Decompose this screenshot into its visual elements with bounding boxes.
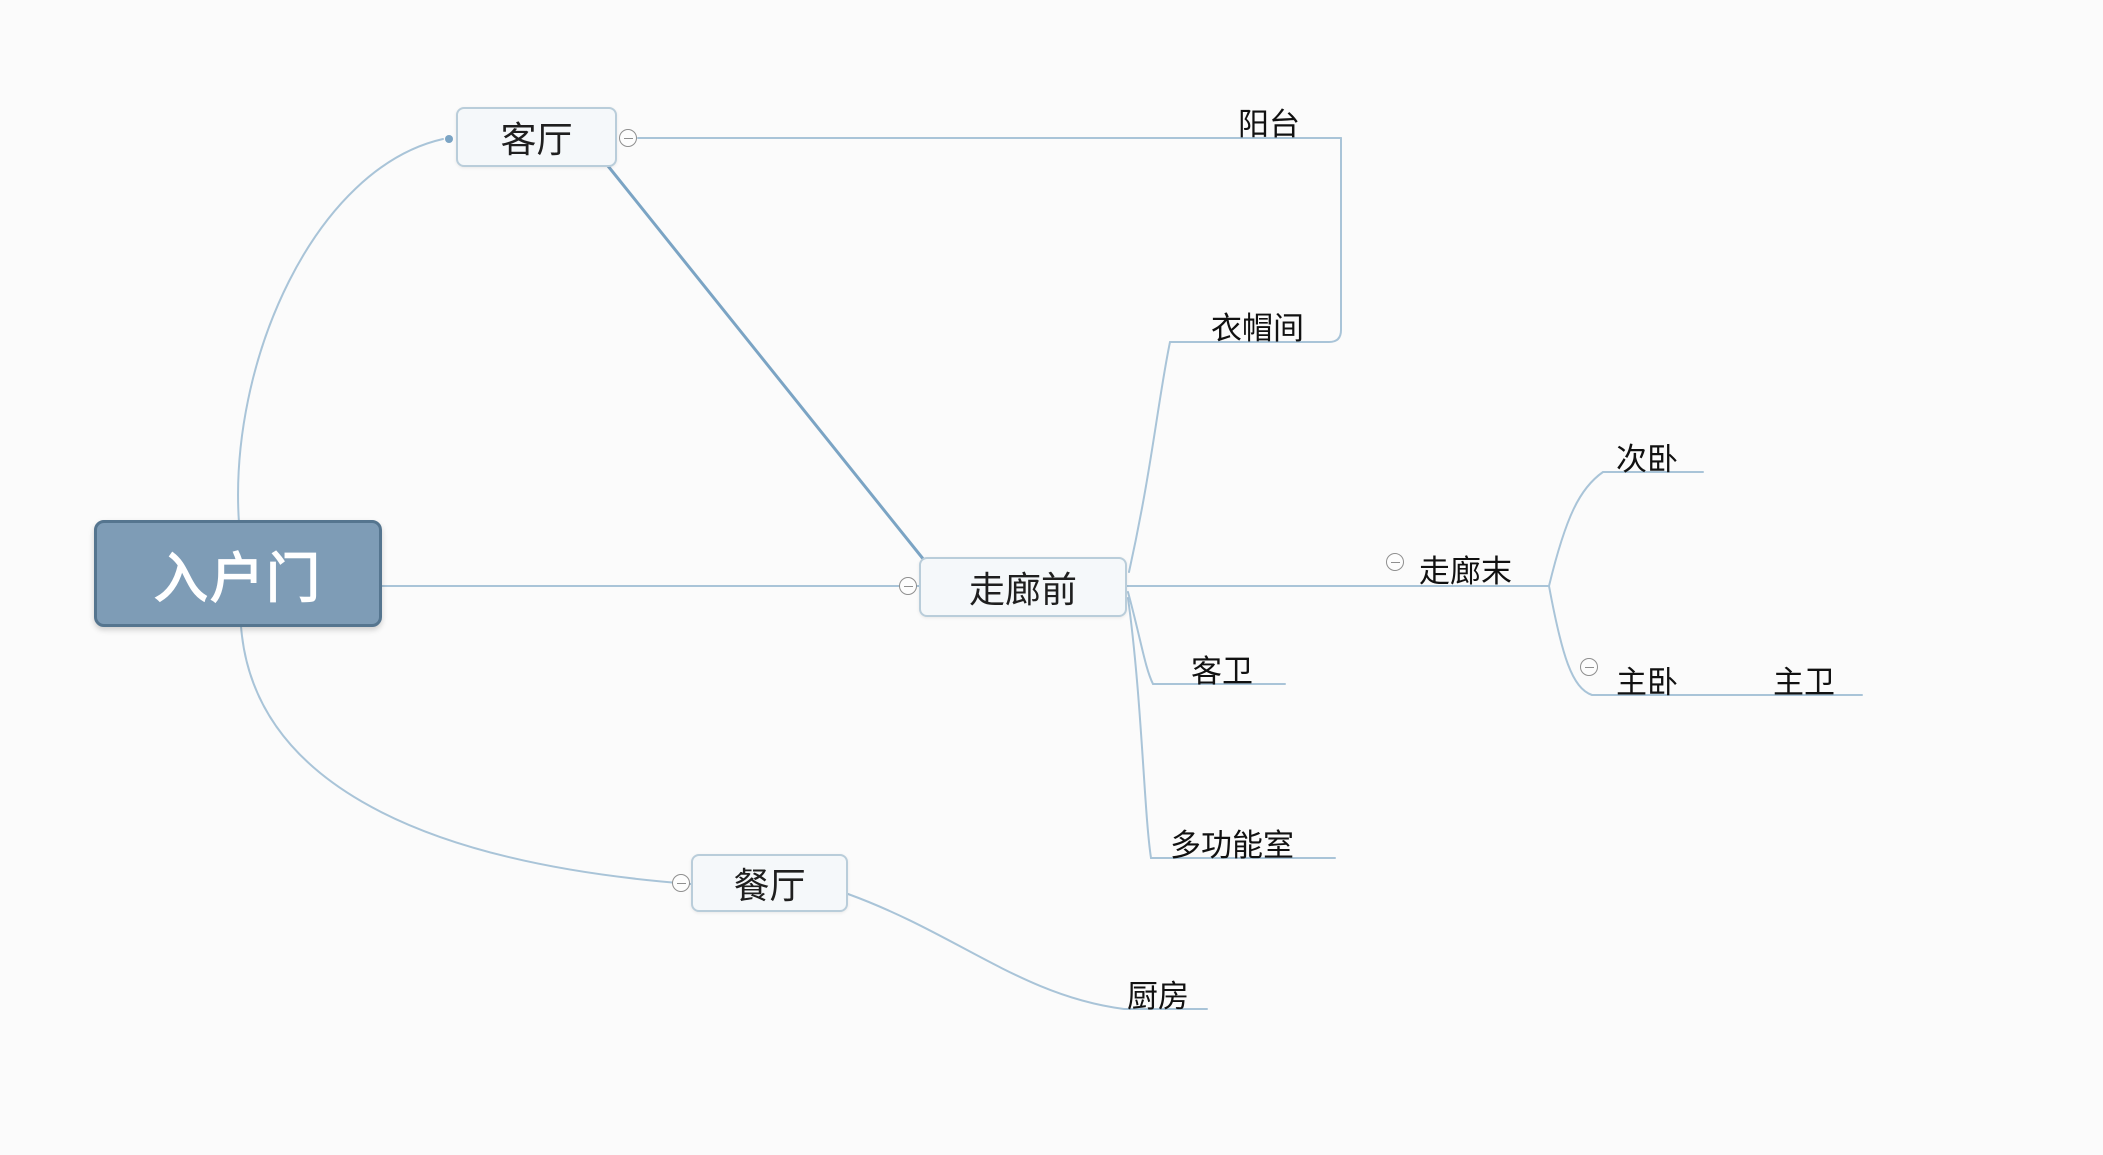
collapse-icon[interactable] <box>1386 553 1404 571</box>
topic-corridor-front-label: 走廊前 <box>968 569 1077 610</box>
link-corridor-end-master-bedroom <box>1548 585 1863 696</box>
collapse-icon[interactable] <box>899 577 917 595</box>
topic-entry-door-label: 入户门 <box>154 549 322 609</box>
topic-cloakroom[interactable]: 衣帽间 <box>1211 311 1304 346</box>
topic-multi-room[interactable]: 多功能室 <box>1170 828 1294 863</box>
link-vertical-balcony-cloakroom <box>1169 137 1342 343</box>
topic-master-bath[interactable]: 主卫 <box>1773 665 1835 700</box>
relation-living-room-corridor-front <box>606 164 926 562</box>
link-root-living-room <box>237 138 444 524</box>
collapse-icon[interactable] <box>1580 658 1598 676</box>
collapse-icon[interactable] <box>672 874 690 892</box>
topic-corridor-front[interactable]: 走廊前 <box>919 557 1127 617</box>
topic-balcony[interactable]: 阳台 <box>1238 107 1300 142</box>
link-endpoint-dot <box>445 135 453 143</box>
topic-dining-room-label: 餐厅 <box>733 865 806 906</box>
topic-living-room[interactable]: 客厅 <box>456 107 617 167</box>
topic-entry-door[interactable]: 入户门 <box>94 520 382 627</box>
link-dining-room-kitchen <box>847 893 1208 1010</box>
collapse-icon[interactable] <box>619 129 637 147</box>
topic-living-room-label: 客厅 <box>500 119 573 160</box>
topic-dining-room[interactable]: 餐厅 <box>691 854 848 912</box>
topic-kitchen[interactable]: 厨房 <box>1127 979 1189 1014</box>
link-corridor-end-second-bedroom <box>1548 471 1704 587</box>
topic-guest-bath[interactable]: 客卫 <box>1191 654 1253 689</box>
topic-second-bedroom[interactable]: 次卧 <box>1616 442 1678 477</box>
link-root-dining-room <box>240 625 692 885</box>
topic-corridor-end[interactable]: 走廊末 <box>1419 554 1512 589</box>
link-corridor-front-guest-bath <box>1127 591 1286 685</box>
topic-master-bedroom[interactable]: 主卧 <box>1616 665 1678 700</box>
link-corridor-front-cloakroom <box>1128 341 1171 573</box>
link-corridor-front-multi-room <box>1127 597 1336 859</box>
